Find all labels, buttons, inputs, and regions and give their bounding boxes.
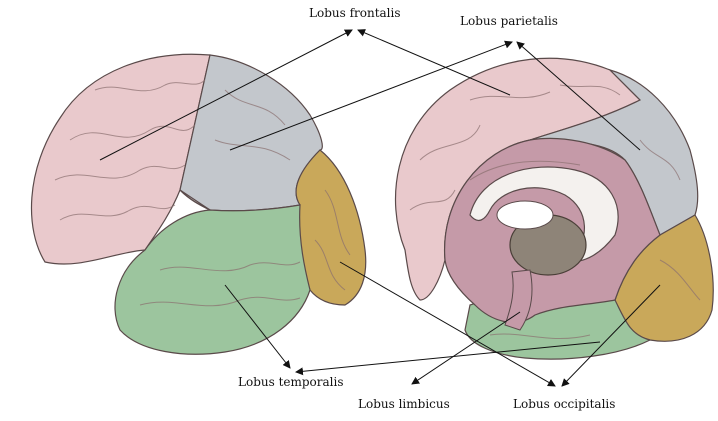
- ventricle: [497, 201, 553, 229]
- label-lobus-occipitalis: Lobus occipitalis: [513, 397, 615, 411]
- arrow-frontalis-right: [358, 30, 510, 95]
- label-lobus-temporalis: Lobus temporalis: [238, 375, 344, 389]
- medial-brain-view: [395, 58, 713, 359]
- label-lobus-parietalis: Lobus parietalis: [460, 14, 558, 28]
- label-lobus-frontalis: Lobus frontalis: [309, 6, 401, 20]
- lateral-brain-view: [31, 54, 365, 354]
- label-lobus-limbicus: Lobus limbicus: [358, 397, 450, 411]
